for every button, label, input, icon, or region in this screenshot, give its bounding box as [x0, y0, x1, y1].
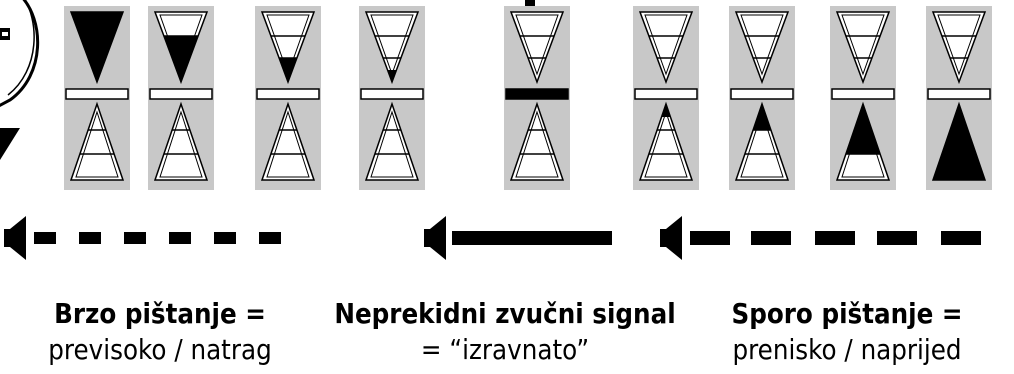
signal-slow-dashes: [690, 231, 981, 245]
lower-triangle: [260, 101, 316, 181]
upper-triangle: [509, 11, 565, 85]
lower-triangle: [364, 101, 420, 181]
level-indicator: [504, 6, 570, 190]
pointer-stem: [525, 0, 535, 8]
level-bar-open: [927, 88, 991, 100]
lower-triangle: [638, 101, 694, 181]
caption-level: Neprekidni zvučni signal = “izravnato”: [300, 300, 710, 364]
caption-fast-desc: previsoko / natrag: [48, 333, 272, 366]
lower-triangle: [69, 101, 125, 181]
caption-slow-title: Sporo pištanje =: [731, 297, 963, 330]
indicator-row: [64, 6, 992, 190]
caption-slow: Sporo pištanje = prenisko / naprijed: [680, 300, 1014, 364]
beep-dash: [34, 232, 56, 244]
level-indicator: [148, 6, 214, 190]
caption-slow-desc: prenisko / naprijed: [732, 333, 962, 366]
caption-level-desc: = “izravnato”: [420, 333, 590, 366]
lower-triangle: [931, 101, 987, 181]
level-indicator: [830, 6, 896, 190]
upper-triangle: [734, 11, 790, 85]
lower-triangle: [509, 101, 565, 181]
upper-triangle: [260, 11, 316, 85]
speaker-icon: [4, 216, 26, 260]
level-indicator: [729, 6, 795, 190]
level-bar-open: [831, 88, 895, 100]
upper-fill-segment: [71, 12, 123, 36]
signal-row: [4, 216, 981, 260]
level-bar-solid: [505, 88, 569, 100]
beep-dash: [690, 231, 730, 245]
upper-fill-segment: [172, 58, 190, 82]
beep-dash: [941, 231, 981, 245]
level-bar-open: [730, 88, 794, 100]
beep-dash: [815, 231, 855, 245]
upper-triangle: [69, 11, 125, 85]
upper-fill-segment: [79, 36, 115, 58]
lower-triangle: [835, 101, 891, 181]
level-indicator: [64, 6, 130, 190]
beep-dash: [259, 232, 281, 244]
lower-fill-segment: [941, 130, 977, 154]
upper-fill-segment: [163, 36, 199, 58]
level-bar-open: [149, 88, 213, 100]
level-bar-open: [65, 88, 129, 100]
level-indicator: [359, 6, 425, 190]
upper-triangle: [931, 11, 987, 85]
lower-fill-segment: [753, 104, 771, 130]
device-outline-icon: [0, 0, 40, 160]
upper-triangle: [153, 11, 209, 85]
upper-triangle: [638, 11, 694, 85]
speaker-icon: [424, 216, 446, 260]
speaker-icon: [660, 216, 682, 260]
level-indicator: [633, 6, 699, 190]
level-bar-open: [360, 88, 424, 100]
lower-fill-segment: [854, 104, 872, 130]
lower-fill-segment: [933, 154, 985, 180]
beep-dash: [877, 231, 917, 245]
upper-triangle: [835, 11, 891, 85]
lower-fill-segment: [845, 130, 881, 154]
indicator-artwork: [0, 0, 992, 260]
upper-fill-segment: [88, 58, 106, 82]
lower-triangle: [153, 101, 209, 181]
caption-fast-title: Brzo pištanje =: [54, 297, 266, 330]
upper-fill-segment: [387, 70, 397, 82]
level-bar-open: [256, 88, 320, 100]
level-indicator: [255, 6, 321, 190]
upper-fill-segment: [279, 58, 297, 82]
level-indicator: [926, 6, 992, 190]
beep-dash: [214, 232, 236, 244]
lower-triangle: [734, 101, 790, 181]
caption-level-title: Neprekidni zvučni signal: [334, 297, 676, 330]
beep-dash: [79, 232, 101, 244]
beep-dash: [169, 232, 191, 244]
level-bar-open: [634, 88, 698, 100]
beep-dash: [124, 232, 146, 244]
signal-continuous-line: [452, 231, 612, 245]
upper-triangle: [364, 11, 420, 85]
lower-fill-segment: [661, 104, 671, 117]
beep-dash: [751, 231, 791, 245]
signal-fast-dashes: [34, 232, 281, 244]
lower-fill-segment: [950, 104, 968, 130]
caption-fast: Brzo pištanje = previsoko / natrag: [0, 300, 320, 364]
